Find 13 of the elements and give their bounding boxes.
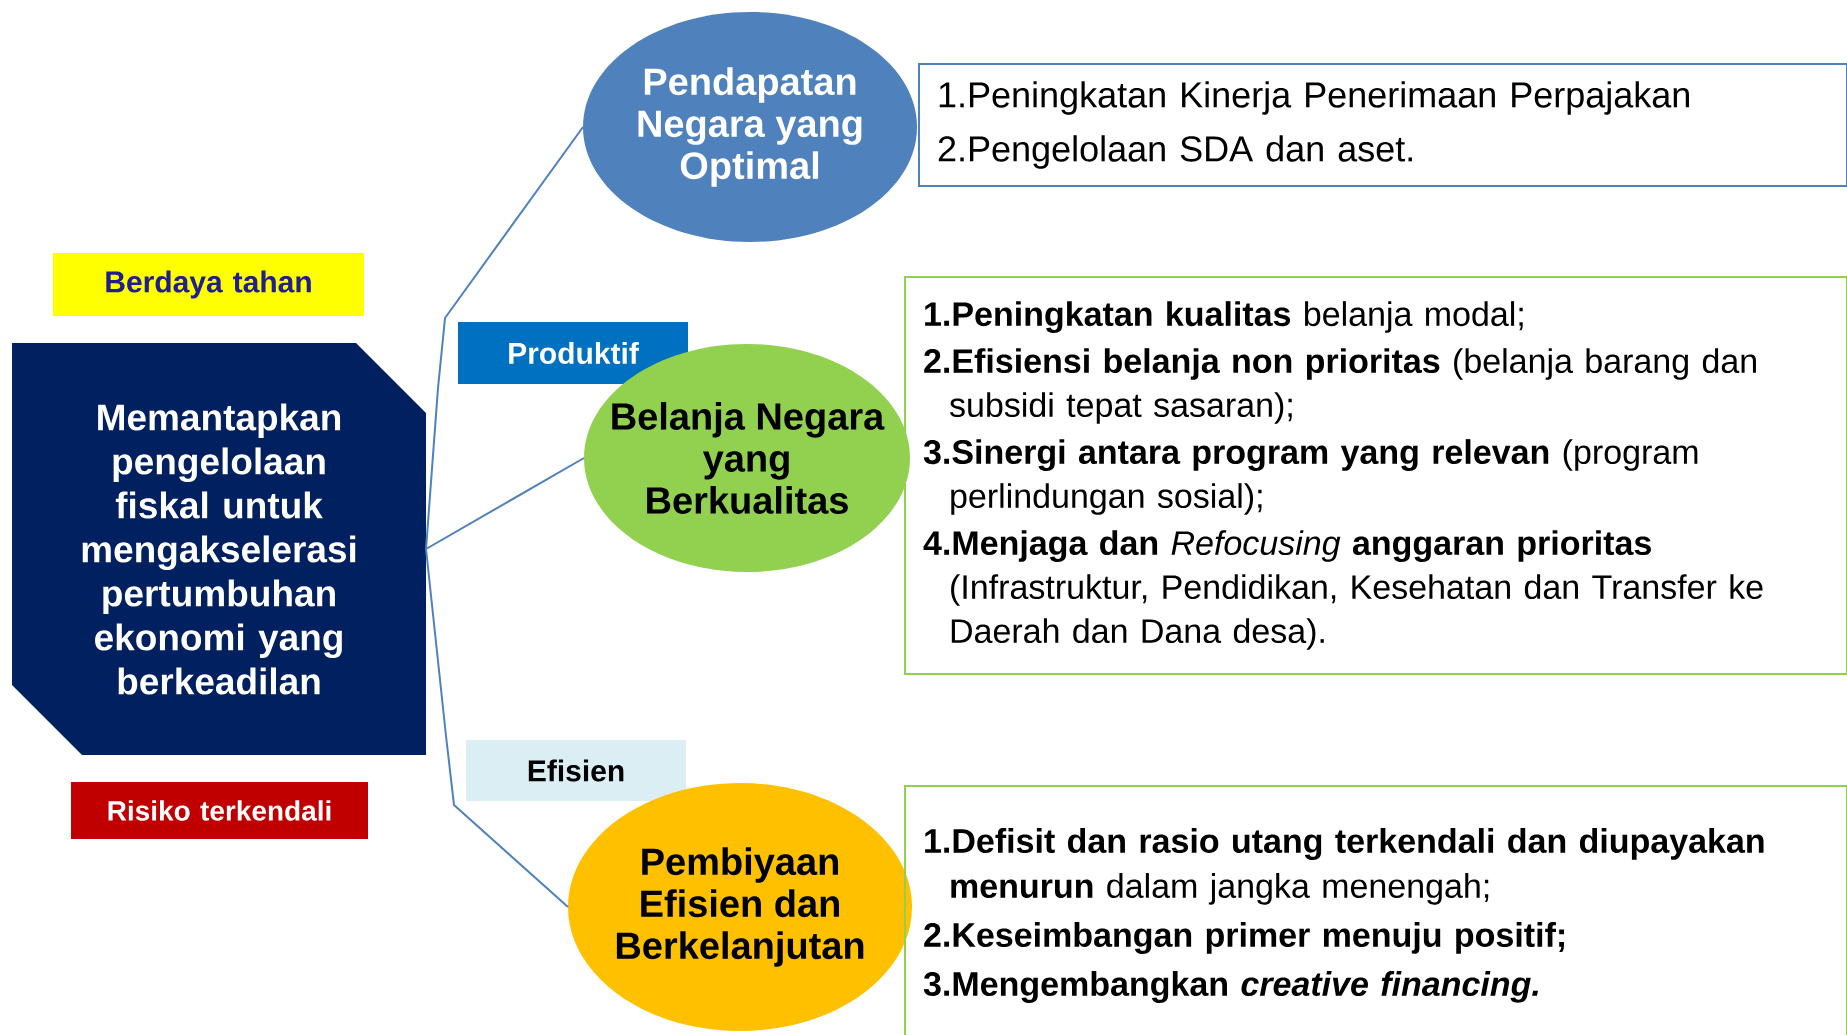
connector-line (425, 126, 584, 550)
label-band: Berdaya tahan (53, 253, 364, 316)
list-box: 1.Peningkatan kualitas belanja modal; 2.Efisiensi belanja non prioritas (belanja barang dan subsidi tepat sasaran); 3.Sinergi antara program yang relevan (program perlindungan sosial); 4.Menjaga dan Refocusing anggaran prioritas (Infrastruktur, Pendidikan, Kesehatan dan Transfer ke Daerah dan Dana desa). (904, 276, 1847, 675)
label-band: Efisien (466, 740, 686, 801)
label-band: Produktif (458, 322, 688, 384)
connector-line (425, 457, 585, 550)
ellipse-node: Pendapatan Negara yang Optimal (583, 12, 917, 242)
label-band: Risiko terkendali (71, 782, 368, 839)
ellipse-node: Pembiyaan Efisien dan Berkelanjutan (568, 783, 912, 1031)
goal-box: Memantapkan pengelolaan fiskal untuk mengakselerasi pertumbuhan ekonomi yang berkeadilan (12, 343, 426, 755)
list-box: 1.Defisit dan rasio utang terkendali dan diupayakan menurun dalam jangka menengah; 2.Keseimbangan primer menuju positif; 3.Mengembangkan creative financing. (904, 785, 1847, 1035)
connector-line (425, 548, 569, 908)
list-box: 1.Peningkatan Kinerja Penerimaan Perpajakan 2.Pengelolaan SDA dan aset. (918, 63, 1847, 187)
